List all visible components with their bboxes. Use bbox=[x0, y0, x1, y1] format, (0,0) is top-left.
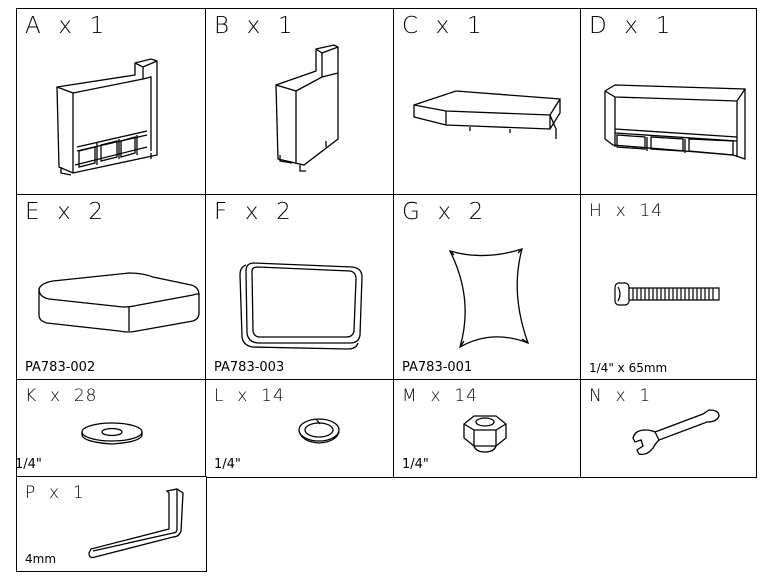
part-f-cell: F x 2 PA783-003 bbox=[205, 194, 395, 381]
part-g-cell: G x 2 PA783-001 bbox=[393, 194, 582, 381]
part-n-cell: N x 1 bbox=[580, 379, 757, 478]
part-p-label: P x 1 bbox=[25, 483, 85, 503]
part-b-cell: B x 1 bbox=[205, 8, 395, 196]
part-a-cell: A x 1 bbox=[16, 8, 207, 196]
seat-cushion-icon bbox=[33, 265, 203, 345]
part-a-label: A x 1 bbox=[25, 13, 106, 39]
washer-icon bbox=[79, 420, 145, 446]
part-k-cell: K x 28 1/4" bbox=[15, 379, 207, 478]
part-b-label: B x 1 bbox=[214, 13, 294, 39]
wrench-icon bbox=[625, 404, 725, 460]
part-l-cell: L x 14 1/4" bbox=[205, 379, 395, 478]
part-p-cell: P x 1 4mm bbox=[16, 476, 207, 572]
part-p-size: 4mm bbox=[25, 552, 57, 566]
part-f-code: PA783-003 bbox=[214, 360, 285, 375]
nut-icon bbox=[460, 410, 510, 454]
allen-key-icon bbox=[81, 485, 199, 565]
part-d-label: D x 1 bbox=[589, 13, 672, 39]
part-k-label: K x 28 bbox=[25, 386, 98, 406]
sectional-corner-frame-icon bbox=[47, 47, 187, 187]
part-h-cell: H x 14 1/4" x 65mm bbox=[580, 194, 757, 381]
pillow-icon bbox=[436, 243, 536, 353]
part-n-label: N x 1 bbox=[589, 386, 652, 406]
part-h-label: H x 14 bbox=[589, 201, 664, 221]
part-m-size: 1/4" bbox=[402, 457, 429, 472]
sofa-frame-icon bbox=[599, 71, 749, 171]
seat-base-icon bbox=[410, 69, 570, 159]
spring-washer-icon bbox=[296, 416, 342, 446]
part-m-label: M x 14 bbox=[402, 386, 478, 406]
back-cushion-icon bbox=[232, 251, 372, 351]
part-g-code: PA783-001 bbox=[402, 360, 473, 375]
part-e-code: PA783-002 bbox=[25, 360, 96, 375]
part-e-cell: E x 2 PA783-002 bbox=[16, 194, 207, 381]
part-d-cell: D x 1 bbox=[580, 8, 757, 196]
part-h-size: 1/4" x 65mm bbox=[589, 361, 668, 375]
armrest-frame-icon bbox=[256, 43, 356, 183]
part-e-label: E x 2 bbox=[25, 199, 105, 225]
bolt-icon bbox=[613, 279, 723, 309]
part-l-size: 1/4" bbox=[214, 457, 241, 472]
part-k-size: 1/4" bbox=[15, 457, 42, 472]
part-g-label: G x 2 bbox=[402, 199, 485, 225]
part-c-label: C x 1 bbox=[402, 13, 483, 39]
part-f-label: F x 2 bbox=[214, 199, 292, 225]
part-m-cell: M x 14 1/4" bbox=[393, 379, 582, 478]
part-l-label: L x 14 bbox=[214, 386, 285, 406]
part-c-cell: C x 1 bbox=[393, 8, 582, 196]
